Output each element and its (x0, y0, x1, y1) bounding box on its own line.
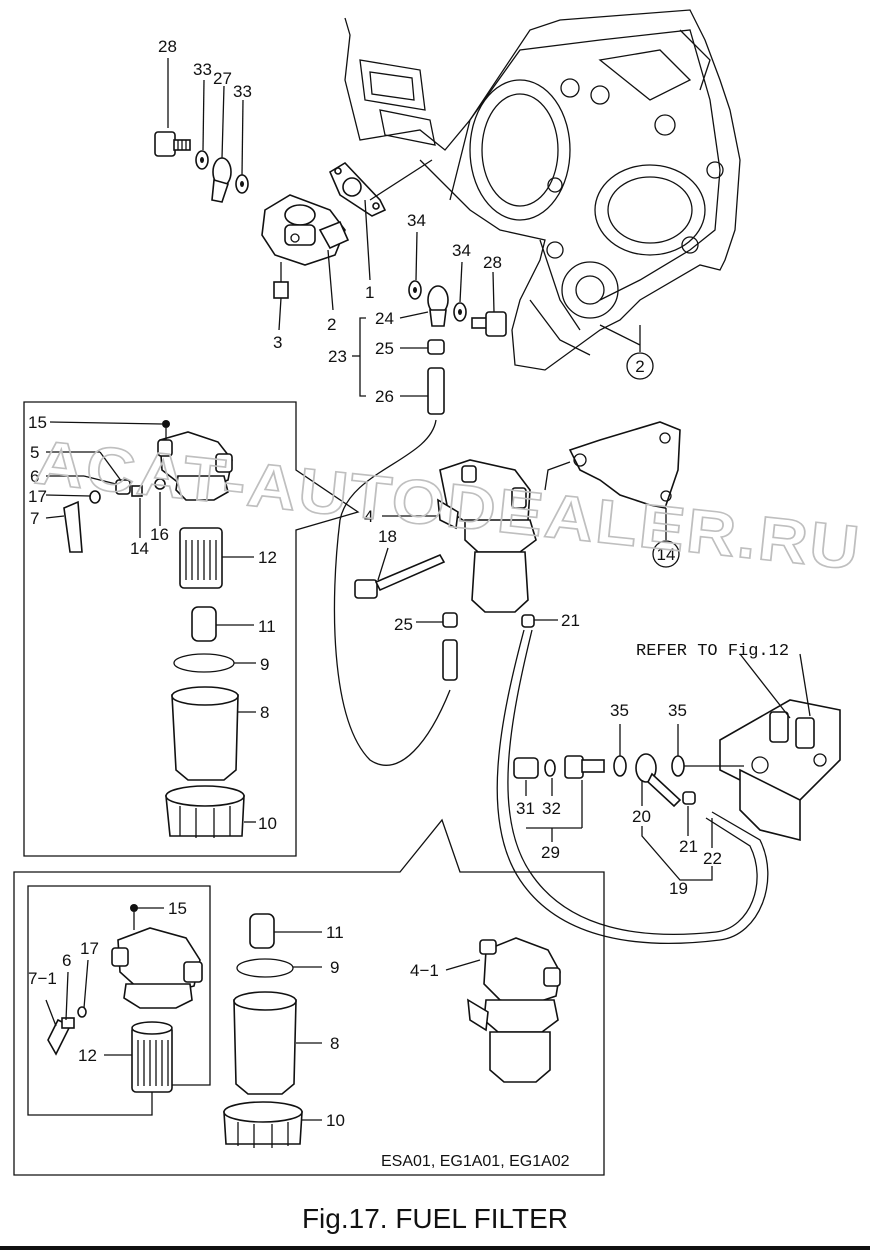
banjo-fitting-part (635, 753, 682, 808)
callout-26: 26 (375, 387, 394, 406)
refer-note: REFER TO Fig.12 (636, 642, 789, 661)
hose-part (442, 639, 458, 681)
washer-part (544, 755, 685, 777)
leader-lines (167, 58, 811, 881)
callout-35: 35 (610, 701, 629, 720)
callout-22: 22 (703, 849, 722, 868)
callout-14-circled: 14 (657, 545, 676, 564)
callout-21: 21 (679, 837, 698, 856)
callout-28: 28 (158, 37, 177, 56)
callout-35: 35 (668, 701, 687, 720)
clip-part (427, 339, 445, 355)
left-callout-16: 16 (150, 525, 169, 544)
figure-reference-circle: 2 (626, 352, 654, 380)
left-callout-15: 15 (28, 413, 47, 432)
left-callout-7: 7 (30, 509, 39, 528)
bottom-callout-7-1: 7−1 (28, 969, 57, 988)
fuel-hose-line (333, 419, 451, 766)
figure-title: Fig.17. FUEL FILTER (301, 1203, 569, 1234)
bottom-callout-6: 6 (62, 951, 71, 970)
callout-24: 24 (375, 309, 394, 328)
callout-32: 32 (542, 799, 561, 818)
callout-33: 33 (233, 82, 252, 101)
left-callout-10: 10 (258, 814, 277, 833)
hose-part (427, 367, 445, 415)
clip-part (682, 791, 696, 805)
callout-25: 25 (394, 615, 413, 634)
banjo-bolt-part (154, 131, 191, 157)
callout-2-circled: 2 (635, 357, 644, 376)
bottom-callout-17: 17 (80, 939, 99, 958)
left-inset-leaders (45, 421, 256, 823)
callout-18: 18 (378, 527, 397, 546)
banjo-fitting-part (211, 157, 232, 203)
bottom-inset-leaders (45, 907, 481, 1121)
bottom-callout-9: 9 (330, 958, 339, 977)
figure-reference-circle: 14 (652, 540, 680, 568)
fuel-hose-line (507, 629, 758, 936)
callout-27: 27 (213, 69, 232, 88)
bottom-divider (0, 1246, 870, 1250)
left-callout-8: 8 (260, 703, 269, 722)
bolt-part (354, 553, 446, 599)
callout-23: 23 (328, 347, 347, 366)
callout-2: 2 (327, 315, 336, 334)
gasket-part (328, 161, 387, 217)
callout-21: 21 (561, 611, 580, 630)
left-callout-5: 5 (30, 443, 39, 462)
fuel-hose-line (496, 629, 769, 944)
clip-part (521, 614, 535, 628)
injection-pump (719, 699, 841, 842)
callout-25: 25 (375, 339, 394, 358)
bottom-callout-11: 11 (326, 923, 344, 942)
banjo-fitting-part (427, 285, 449, 327)
left-callout-6: 6 (30, 467, 39, 486)
watermark: ACAT-AUTODEALER.RU (32, 428, 865, 583)
callout-28: 28 (483, 253, 502, 272)
left-callout-11: 11 (258, 617, 276, 636)
callout-1: 1 (365, 283, 374, 302)
engine-block (344, 9, 741, 371)
bottom-callout-12: 12 (78, 1046, 97, 1065)
joint-bolt-part (564, 755, 605, 779)
callout-3: 3 (273, 333, 282, 352)
bottom-callout-10: 10 (326, 1111, 345, 1130)
left-callout-9: 9 (260, 655, 269, 674)
callout-20: 20 (632, 807, 651, 826)
left-callout-17: 17 (28, 487, 47, 506)
clip-part (442, 612, 458, 628)
callout-19: 19 (669, 879, 688, 898)
banjo-bolt-part (471, 311, 507, 337)
bracket-part (568, 421, 681, 509)
inset-model-codes: ESA01, EG1A01, EG1A02 (381, 1153, 570, 1170)
bottom-inset-parts (47, 904, 561, 1148)
washer-part (408, 280, 467, 322)
callout-33: 33 (193, 60, 212, 79)
bottom-callout-4-1: 4−1 (410, 961, 439, 980)
bottom-callout-15: 15 (168, 899, 187, 918)
bottom-callout-8: 8 (330, 1034, 339, 1053)
callout-34: 34 (452, 241, 471, 260)
callout-34: 34 (407, 211, 426, 230)
left-inset-parts (63, 420, 245, 838)
plug-part (513, 757, 539, 779)
fuel-filter-assembly (437, 459, 537, 613)
callout-29: 29 (541, 843, 560, 862)
left-callout-12: 12 (258, 548, 277, 567)
callout-31: 31 (516, 799, 535, 818)
left-callout-14: 14 (130, 539, 149, 558)
feed-pump-part (261, 194, 350, 299)
left-inset-frame (23, 401, 360, 857)
callout-4: 4 (364, 507, 373, 526)
